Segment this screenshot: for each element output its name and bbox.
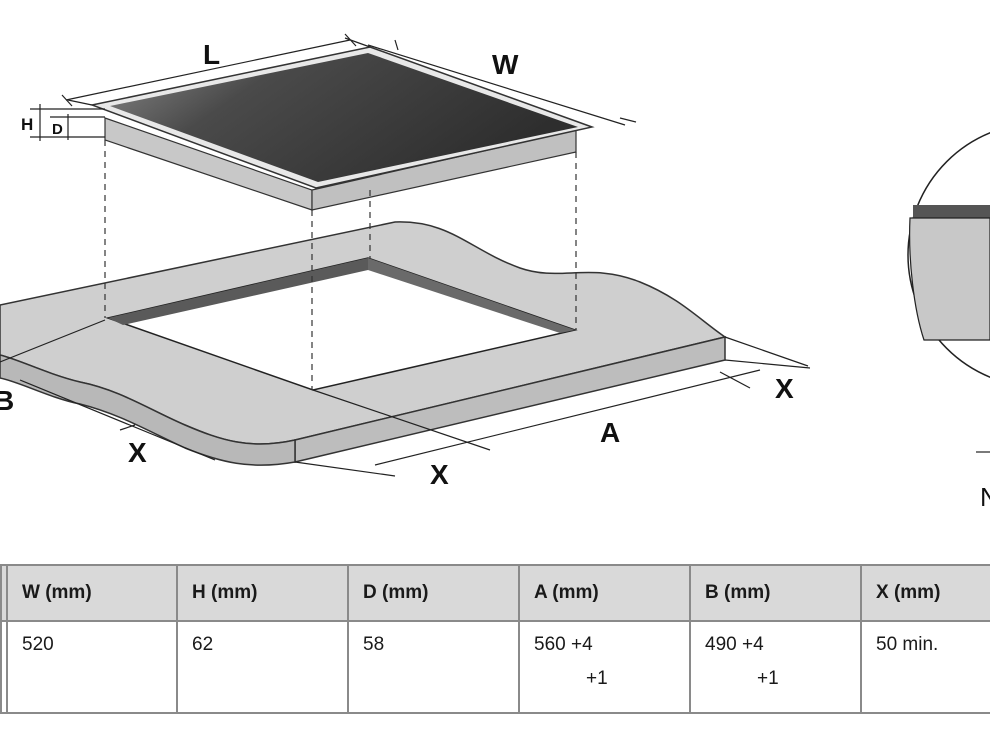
table-cell-stub	[0, 620, 8, 714]
table-cell-w: 520	[6, 620, 178, 714]
table-cell-d: 58	[347, 620, 520, 714]
label-X-right: X	[775, 373, 794, 404]
table-header-row: W (mm) H (mm) D (mm) A (mm) B (mm) X (mm…	[0, 564, 990, 622]
table-row: 520 62 58 560 +4 +1 490 +4 +1 50 min.	[0, 620, 990, 714]
header-cell-stub	[0, 564, 8, 622]
header-cell-h: H (mm)	[176, 564, 349, 622]
table-cell-h: 62	[176, 620, 349, 714]
table-cell-x: 50 min.	[860, 620, 990, 714]
detail-circle	[907, 132, 990, 453]
label-L: L	[203, 39, 220, 70]
header-cell-a: A (mm)	[518, 564, 691, 622]
label-N: N	[980, 482, 990, 512]
cutout-right-wall	[368, 258, 575, 333]
cell-tolerance: +1	[757, 668, 779, 689]
countertop	[0, 221, 727, 466]
hob	[89, 46, 595, 211]
table-cell-b: 490 +4 +1	[689, 620, 862, 714]
installation-diagram: L W H D A B X X X N	[0, 33, 990, 512]
cell-tolerance: +1	[586, 668, 608, 689]
label-B: B	[0, 385, 14, 416]
cell-value: 560 +4	[534, 634, 593, 655]
dimension-lines	[0, 33, 811, 477]
label-H: H	[21, 115, 33, 134]
label-W: W	[492, 49, 519, 80]
cell-value: 490 +4	[705, 634, 764, 655]
cell-value: 58	[363, 634, 385, 655]
hob-glass-surface	[110, 53, 578, 182]
label-X-bottom: X	[430, 459, 449, 490]
header-cell-w: W (mm)	[6, 564, 178, 622]
header-cell-b: B (mm)	[689, 564, 862, 622]
dimensions-table: W (mm) H (mm) D (mm) A (mm) B (mm) X (mm…	[0, 564, 990, 714]
header-cell-x: X (mm)	[860, 564, 990, 622]
cell-value: 520	[22, 634, 54, 655]
cutout-back-wall	[108, 258, 368, 325]
cell-value: 50 min.	[876, 634, 939, 655]
label-A: A	[600, 417, 620, 448]
header-cell-d: D (mm)	[347, 564, 520, 622]
label-X-left: X	[128, 437, 147, 468]
label-D: D	[52, 121, 63, 138]
projection-lines	[104, 140, 577, 390]
cell-value: 62	[192, 634, 214, 655]
table-cell-a: 560 +4 +1	[518, 620, 691, 714]
